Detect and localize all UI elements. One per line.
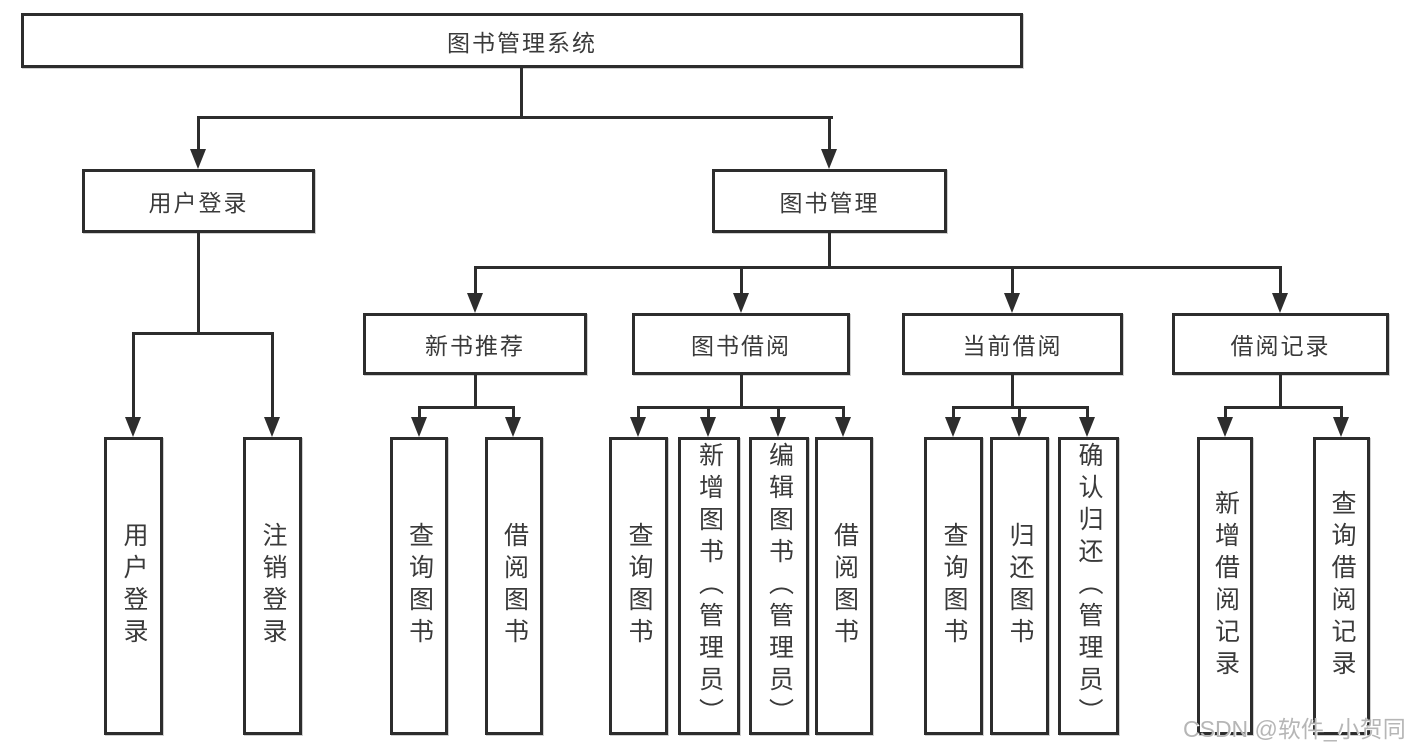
arrowhead-group3-leaf1	[945, 417, 961, 437]
node-library-management-system: 图书管理系统	[21, 13, 1023, 68]
leaf-label: 新增图书（管理员）	[695, 442, 724, 730]
leaf-return-book: 归还图书	[990, 437, 1049, 735]
leaf-logout: 注销登录	[243, 437, 302, 735]
connector-group1-drop1	[418, 406, 421, 418]
leaf-label: 查询图书	[405, 522, 434, 650]
node-book-borrow: 图书借阅	[632, 313, 850, 375]
arrowhead-group3-leaf2	[1011, 417, 1027, 437]
leaf-add-book-admin: 新增图书（管理员）	[678, 437, 740, 735]
connector-group2-drop1	[637, 406, 640, 418]
node-user-login: 用户登录	[82, 169, 315, 233]
connector-group1-drop2	[512, 406, 515, 418]
connector-group2-rail	[637, 406, 845, 409]
connector-group2-drop4	[842, 406, 845, 418]
node-label: 用户登录	[148, 190, 249, 216]
leaf-label: 注销登录	[259, 522, 287, 650]
connector-drop-leaf-logout	[271, 332, 274, 418]
connector-group4-drop1	[1224, 406, 1227, 418]
arrowhead-leaf-logout	[264, 417, 280, 437]
node-current-borrow: 当前借阅	[902, 313, 1123, 375]
connector-drop-book-management	[828, 116, 831, 150]
arrowhead-group3-leaf3	[1079, 417, 1095, 437]
connector-level3-rail	[474, 266, 1282, 269]
leaf-borrow-book-1: 借阅图书	[485, 437, 543, 735]
connector-level2-rail	[197, 116, 833, 119]
arrowhead-book-borrow	[733, 293, 749, 313]
leaf-label: 编辑图书（管理员）	[765, 442, 794, 730]
connector-user-login-rail	[132, 332, 274, 335]
arrowhead-group4-leaf2	[1333, 417, 1349, 437]
connector-group1-stub	[474, 375, 477, 409]
leaf-query-book-2: 查询图书	[609, 437, 668, 735]
arrowhead-group2-leaf2	[700, 417, 716, 437]
connector-drop-current-borrow	[1011, 266, 1014, 294]
connector-group3-drop3	[1086, 406, 1089, 418]
node-label: 新书推荐	[425, 333, 525, 359]
connector-drop-new-book	[474, 266, 477, 294]
arrowhead-group2-leaf4	[835, 417, 851, 437]
arrowhead-borrow-record	[1272, 293, 1288, 313]
leaf-edit-book-admin: 编辑图书（管理员）	[749, 437, 809, 735]
connector-drop-borrow-record	[1279, 266, 1282, 294]
leaf-borrow-book-2: 借阅图书	[815, 437, 873, 735]
connector-group4-rail	[1224, 406, 1343, 409]
connector-book-management-stub	[828, 233, 831, 269]
connector-group3-drop2	[1018, 406, 1021, 418]
connector-group2-drop2	[707, 406, 710, 418]
connector-group4-stub	[1279, 375, 1282, 409]
arrowhead-group1-leaf1	[411, 417, 427, 437]
leaf-query-book-1: 查询图书	[390, 437, 448, 735]
connector-group3-drop1	[952, 406, 955, 418]
arrowhead-current-borrow	[1004, 293, 1020, 313]
arrowhead-group1-leaf2	[505, 417, 521, 437]
node-new-book-recommend: 新书推荐	[363, 313, 587, 375]
connector-drop-book-borrow	[740, 266, 743, 294]
leaf-label: 借阅图书	[830, 522, 859, 650]
connector-group2-drop3	[777, 406, 780, 418]
leaf-user-login: 用户登录	[104, 437, 163, 735]
connector-group2-stub	[740, 375, 743, 409]
node-borrow-record: 借阅记录	[1172, 313, 1389, 375]
connector-drop-leaf-login	[132, 332, 135, 418]
connector-root-stub	[520, 66, 523, 119]
leaf-label: 归还图书	[1006, 522, 1034, 650]
arrowhead-new-book	[467, 293, 483, 313]
connector-group4-drop2	[1340, 406, 1343, 418]
leaf-label: 查询图书	[625, 522, 653, 650]
node-label: 图书管理系统	[447, 29, 597, 56]
arrowhead-group4-leaf1	[1217, 417, 1233, 437]
arrowhead-user-login	[190, 149, 206, 169]
leaf-label: 用户登录	[120, 522, 148, 650]
leaf-confirm-return-admin: 确认归还（管理员）	[1058, 437, 1119, 735]
leaf-label: 查询图书	[940, 522, 968, 650]
leaf-label: 借阅图书	[500, 522, 529, 650]
connector-group3-stub	[1011, 375, 1014, 409]
leaf-label: 查询借阅记录	[1328, 490, 1356, 682]
node-label: 图书借阅	[691, 333, 791, 359]
connector-user-login-stub	[197, 233, 200, 335]
arrowhead-book-management	[821, 149, 837, 169]
node-label: 借阅记录	[1230, 333, 1331, 359]
leaf-label: 新增借阅记录	[1211, 490, 1240, 682]
connector-group1-rail	[418, 406, 515, 409]
arrowhead-group2-leaf1	[630, 417, 646, 437]
node-book-management: 图书管理	[712, 169, 947, 233]
arrowhead-leaf-login	[125, 417, 141, 437]
leaf-query-borrow-record: 查询借阅记录	[1313, 437, 1370, 735]
leaf-query-book-3: 查询图书	[924, 437, 983, 735]
node-label: 图书管理	[779, 190, 880, 216]
leaf-label: 确认归还（管理员）	[1075, 442, 1103, 730]
connector-drop-user-login	[197, 116, 200, 150]
arrowhead-group2-leaf3	[770, 417, 786, 437]
leaf-add-borrow-record: 新增借阅记录	[1197, 437, 1253, 735]
csdn-watermark: CSDN @软件_小贺同学	[1183, 716, 1405, 742]
node-label: 当前借阅	[962, 333, 1063, 359]
